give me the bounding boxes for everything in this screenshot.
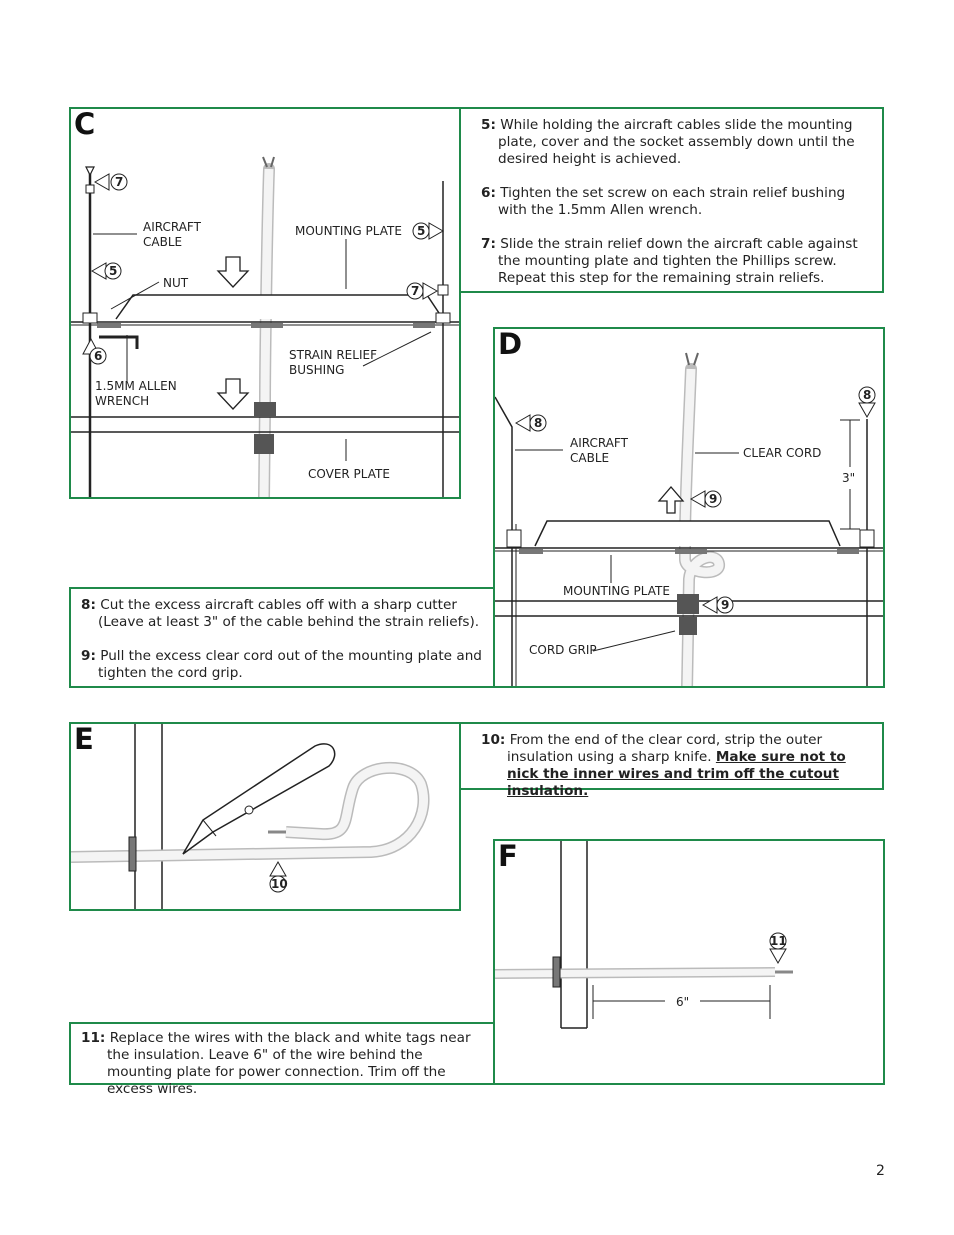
callout-8-left: 8: [514, 414, 547, 432]
dimension-3in: 3": [842, 471, 855, 485]
callout-6: 6: [82, 337, 107, 365]
svg-text:7: 7: [115, 175, 123, 189]
svg-text:7: 7: [411, 284, 419, 298]
figure-d-drawing: 3" AIRCRAFT CABLE CLEAR CORD MOUNTING PL…: [495, 352, 883, 686]
svg-text:5: 5: [109, 264, 117, 278]
label-aircraft-cable-2: CABLE: [570, 451, 609, 465]
label-clear-cord: CLEAR CORD: [743, 446, 821, 460]
figure-f-drawing: 6" 11: [495, 841, 793, 1029]
callout-10: 10: [269, 860, 288, 893]
callout-5-right: 5: [412, 222, 445, 240]
figure-d-letter: D: [498, 327, 523, 361]
figure-f-letter: F: [498, 839, 518, 873]
step-11: 11: Replace the wires with the black and…: [81, 1030, 471, 1097]
steps-8-9: 8: Cut the excess aircraft cables off wi…: [69, 587, 495, 688]
step-5: 5: While holding the aircraft cables sli…: [481, 117, 855, 167]
label-aircraft-cable: AIRCRAFT: [570, 436, 629, 450]
label-aircraft-cable-2: CABLE: [143, 235, 182, 249]
label-aircraft-cable: AIRCRAFT: [143, 220, 202, 234]
label-strain-relief: STRAIN RELIEF: [289, 348, 377, 362]
label-nut: NUT: [163, 276, 189, 290]
svg-text:6: 6: [94, 349, 102, 363]
figure-c-letter: C: [74, 107, 96, 141]
figure-d: 3" AIRCRAFT CABLE CLEAR CORD MOUNTING PL…: [493, 327, 885, 688]
svg-text:8: 8: [863, 388, 871, 402]
label-cord-grip: CORD GRIP: [529, 643, 597, 657]
label-cover-plate: COVER PLATE: [308, 467, 390, 481]
callout-9-bottom: 9: [701, 596, 734, 614]
step-6: 6: Tighten the set screw on each strain …: [481, 185, 846, 218]
figure-e: 10 E: [69, 722, 461, 911]
callout-11: 11: [769, 932, 787, 965]
page-number: 2: [876, 1163, 885, 1179]
svg-text:10: 10: [271, 877, 288, 891]
label-mounting-plate: MOUNTING PLATE: [563, 584, 670, 598]
svg-text:11: 11: [770, 934, 787, 948]
figure-f: 6" 11 F: [493, 839, 885, 1085]
step-11-box: 11: Replace the wires with the black and…: [69, 1022, 495, 1097]
label-mounting-plate: MOUNTING PLATE: [295, 224, 402, 238]
steps-5-7: 5: While holding the aircraft cables sli…: [459, 107, 884, 293]
label-allen-wrench: 1.5MM ALLEN: [95, 379, 177, 393]
svg-text:5: 5: [417, 224, 425, 238]
step-9: 9: Pull the excess clear cord out of the…: [81, 648, 482, 681]
step-8: 8: Cut the excess aircraft cables off wi…: [81, 597, 480, 630]
figure-e-letter: E: [74, 722, 94, 756]
svg-text:9: 9: [709, 492, 717, 506]
callout-9-top: 9: [689, 490, 722, 508]
step-10-box: 10: From the end of the clear cord, stri…: [459, 722, 884, 799]
label-strain-relief-2: BUSHING: [289, 363, 344, 377]
callout-5-left: 5: [90, 262, 122, 280]
dimension-6in: 6": [676, 995, 689, 1009]
figure-c-drawing: AIRCRAFT CABLE MOUNTING PLATE NUT STRAIN…: [71, 156, 459, 497]
svg-text:8: 8: [534, 416, 542, 430]
step-10-warning: Make sure not to nick the inner wires an…: [507, 749, 846, 799]
figure-e-drawing: 10: [71, 724, 430, 909]
step-7: 7: Slide the strain relief down the airc…: [481, 236, 858, 286]
figure-c: AIRCRAFT CABLE MOUNTING PLATE NUT STRAIN…: [69, 107, 461, 499]
step-10: 10: From the end of the clear cord, stri…: [481, 732, 846, 799]
label-allen-wrench-2: WRENCH: [95, 394, 149, 408]
callout-7-left: 7: [93, 173, 128, 191]
callout-7-right: 7: [406, 282, 439, 300]
callout-8-right: 8: [858, 386, 876, 419]
svg-text:9: 9: [721, 598, 729, 612]
